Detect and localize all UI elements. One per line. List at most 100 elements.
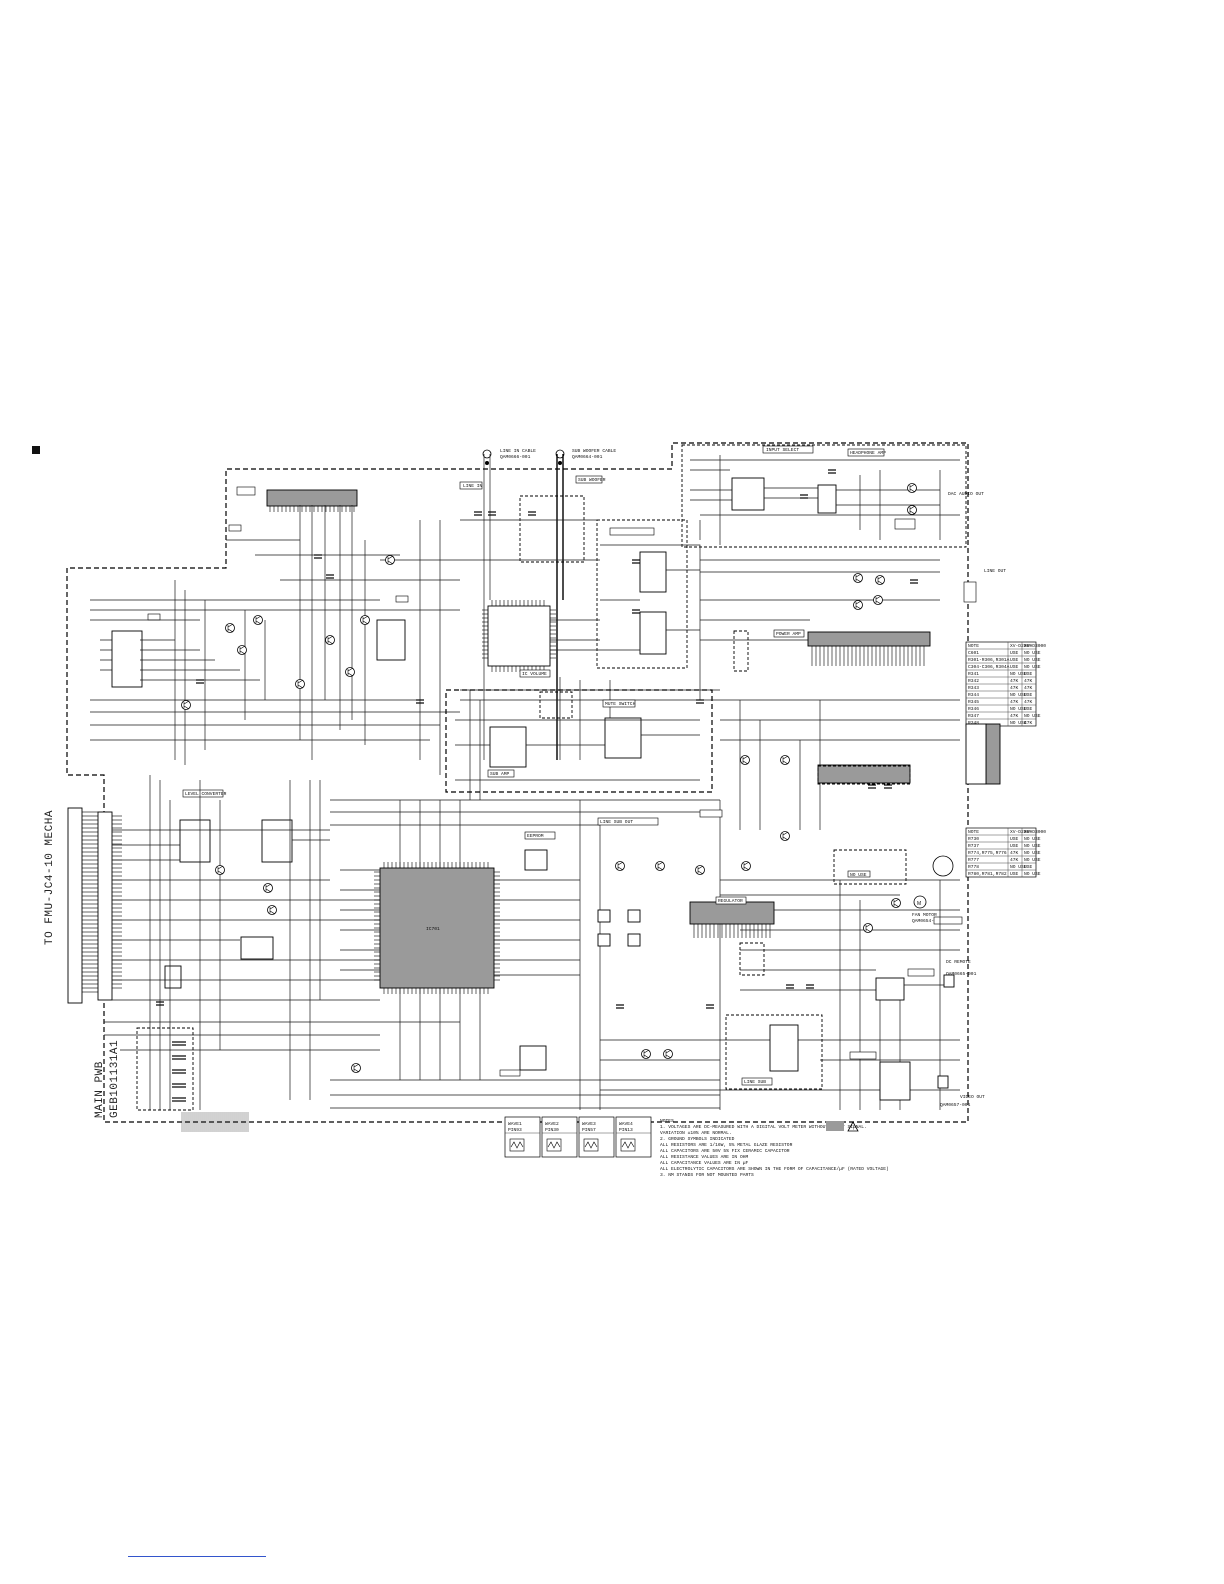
note-table-header-cell: XV-D2000 [1010, 829, 1032, 835]
transistor-symbol [873, 595, 883, 605]
fan-motor-symbol [913, 895, 927, 909]
regulator-ic [689, 901, 775, 925]
dc-remote-box [907, 968, 935, 977]
transistor-emitter [893, 903, 900, 908]
wires-left-mid [104, 775, 460, 1110]
opamp-ic-upper [639, 551, 667, 593]
power-amp-ic [807, 631, 931, 647]
fan-motor-label: FAN MOTOR [912, 912, 937, 918]
ic-volume-chip [487, 605, 551, 667]
ic-small-left [240, 936, 274, 960]
note-table-header-cell: XV-D3000 [1024, 643, 1046, 649]
transistor-symbol [295, 679, 305, 689]
note-table-cell: R345 [968, 699, 979, 705]
note-table-cell: R341 [968, 671, 979, 677]
mute-switch-box [602, 699, 636, 708]
transistor-collector [362, 615, 369, 620]
notes-line-5: ALL CAPACITORS ARE 50V 5% FIX CERAMIC CA… [660, 1148, 790, 1154]
line-out-label: LINE OUT [984, 568, 1006, 574]
transistor-emitter [855, 605, 862, 610]
transistor-collector [327, 635, 334, 640]
note-table-cell: USE [1010, 657, 1019, 663]
wires-input-select [690, 455, 960, 545]
transistor-symbol [780, 831, 790, 841]
transistor-collector [909, 483, 916, 488]
ic-tiny-left [164, 965, 182, 989]
note-table-cell: NO USE [1010, 692, 1027, 698]
line-sub-box [741, 1077, 773, 1086]
input-select-label: INPUT SELECT [766, 447, 799, 453]
note-table-cell: 47K [1010, 678, 1019, 684]
sub-woofer-cable-no: QAM0664-001 [572, 454, 603, 460]
transistor-symbol [351, 1063, 361, 1073]
dc-remote-label: DC REMOTE [946, 959, 971, 965]
note-table-cell: USE [1024, 671, 1033, 677]
transistor-emitter [855, 578, 862, 583]
note-table-cell: 47K [1010, 850, 1019, 856]
transistor-collector [665, 1049, 672, 1054]
input-select-box [762, 445, 814, 454]
note-table-cell: 47K [1024, 699, 1033, 705]
ic-101-label [147, 613, 161, 621]
transistor-emitter [877, 580, 884, 585]
transistor-emitter [782, 760, 789, 765]
transistor-symbol [780, 755, 790, 765]
transistor-collector [183, 700, 190, 705]
right-connector [985, 723, 1001, 785]
waveform-pin: PIN93 [508, 1127, 522, 1133]
sub-woofer-block [519, 495, 585, 563]
transistor-collector [865, 923, 872, 928]
video-out-no: QAM0657-001 [940, 1102, 971, 1108]
note-table-cell: R342 [968, 678, 979, 684]
mecha-connector [67, 807, 122, 1004]
transistor-collector [297, 679, 304, 684]
transistor-collector [239, 645, 246, 650]
transistor-emitter [387, 560, 394, 565]
transistor-symbol [360, 615, 370, 625]
line-sub-block [725, 1014, 823, 1090]
transistor-symbol [385, 555, 395, 565]
opamp-ic-lower [639, 611, 667, 655]
transistor-emitter [909, 488, 916, 493]
note-table-cell: USE [1010, 664, 1019, 670]
transistor-collector [617, 861, 624, 866]
waveform-id: WAVE1 [508, 1121, 522, 1127]
transistor-symbol [253, 615, 263, 625]
transistor-collector [265, 883, 272, 888]
sub-amp-box [487, 769, 515, 778]
note-table-cell: USE [1010, 871, 1019, 877]
dc-remote-jack [943, 974, 955, 988]
note-table-cell: NO USE [1024, 657, 1041, 663]
note-table-cell: R346 [968, 706, 979, 712]
sub-woofer-label: SUB WOOFER [578, 477, 606, 483]
waveform-scope-icon [620, 1138, 636, 1152]
notes-line-4: ALL RESISTORS ARE 1/16W, 5% METAL GLAZE … [660, 1142, 793, 1148]
transistor-emitter [353, 1068, 360, 1073]
headphone-amp-label: HEADPHONE AMP [850, 450, 886, 456]
regulator-label: REGULATOR [718, 898, 743, 904]
note-table-cell: R344 [968, 692, 979, 698]
transistor-collector [893, 898, 900, 903]
note-table-cell: 47K [1010, 713, 1019, 719]
sub-woofer-box [575, 475, 603, 484]
transistor-collector [697, 865, 704, 870]
no-use-box [847, 870, 871, 878]
video-out-ic [879, 1061, 911, 1101]
mute-note-box [539, 691, 573, 719]
note-table-cell: NO USE [1024, 650, 1041, 656]
right-connector-pins [965, 723, 987, 785]
waveform-trace [510, 1141, 524, 1149]
notes-block: NOTES 1. VOLTAGES ARE DC-MEASURED WITH A… [660, 1118, 889, 1178]
transistor-symbol [741, 861, 751, 871]
note-table-cell: USE [1010, 650, 1019, 656]
line-sub-ic [769, 1024, 799, 1072]
ic-bottom-center-label [499, 1069, 521, 1077]
ic-connector-top [266, 489, 358, 507]
line-in-label: LINE IN [463, 483, 483, 489]
wires-main-ic [330, 799, 721, 1110]
ic-301 [376, 619, 406, 661]
label-box-cn [236, 486, 256, 496]
sub-woofer-jack [555, 449, 565, 760]
board-outline [66, 442, 969, 1123]
